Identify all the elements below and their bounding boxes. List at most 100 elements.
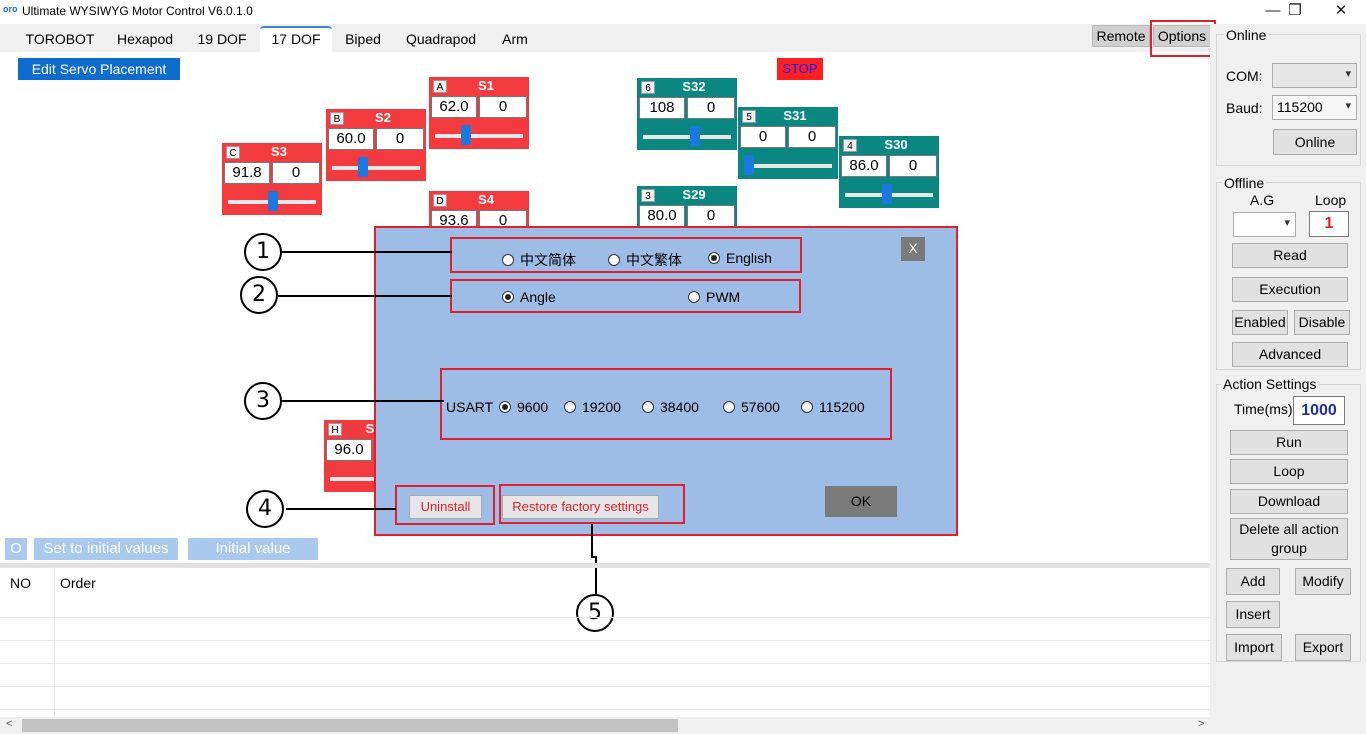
servo-name: S2: [375, 110, 391, 125]
scrollbar-thumb[interactable]: [22, 719, 678, 732]
servo-angle-field[interactable]: 86.0: [841, 155, 887, 177]
radio-pwm[interactable]: PWM: [688, 289, 740, 305]
time-input[interactable]: 1000: [1293, 396, 1345, 425]
restore-button[interactable]: ❐: [1288, 2, 1302, 19]
servo-offset-field[interactable]: 0: [272, 162, 320, 184]
radio-dot-icon: [608, 254, 620, 266]
servo-slider-thumb[interactable]: [882, 184, 893, 204]
baud-select[interactable]: 115200 ▾: [1272, 95, 1357, 120]
servo-angle-field[interactable]: 62.0: [431, 96, 477, 118]
servo-angle-field[interactable]: 96.0: [326, 439, 372, 461]
scroll-right-icon[interactable]: >: [1198, 718, 1205, 730]
radio-baud-19200[interactable]: 19200: [564, 399, 621, 415]
loop-input[interactable]: 1: [1309, 211, 1349, 237]
radio-traditional-chinese[interactable]: 中文繁体: [608, 250, 682, 270]
servo-card: 6 S32 108 0: [637, 78, 737, 150]
window-title: Ultimate WYSIWYG Motor Control V6.0.1.0: [22, 4, 253, 18]
disable-button[interactable]: Disable: [1294, 310, 1350, 335]
ag-select[interactable]: ▾: [1233, 212, 1296, 237]
close-button[interactable]: ✕: [1334, 2, 1348, 19]
import-button[interactable]: Import: [1226, 634, 1282, 661]
servo-offset-field[interactable]: 0: [479, 96, 527, 118]
remote-button[interactable]: Remote: [1092, 25, 1150, 47]
servo-angle-field[interactable]: 0: [740, 126, 786, 148]
set-initial-values-button[interactable]: Set to initial values: [34, 538, 178, 560]
tab-quadrapod[interactable]: Quadrapod: [394, 26, 488, 52]
servo-angle-field[interactable]: 108: [639, 97, 685, 119]
title-bar: [0, 0, 1366, 24]
minimize-button[interactable]: —: [1265, 2, 1281, 19]
servo-id: 5: [742, 110, 756, 123]
scroll-left-icon[interactable]: <: [6, 718, 13, 730]
tab-arm[interactable]: Arm: [492, 26, 538, 52]
o-button[interactable]: O: [5, 538, 27, 560]
chevron-down-icon: ▾: [1345, 100, 1351, 112]
servo-card: A S1 62.0 0: [429, 77, 529, 149]
servo-slider-track[interactable]: [435, 134, 523, 138]
dialog-close-button[interactable]: X: [901, 237, 925, 261]
callout-line: [595, 556, 597, 596]
options-highlight: [1150, 20, 1216, 57]
servo-angle-field[interactable]: 60.0: [328, 128, 374, 150]
radio-baud-115200[interactable]: 115200: [801, 399, 865, 415]
radio-english[interactable]: English: [708, 250, 772, 266]
add-button[interactable]: Add: [1226, 568, 1280, 595]
insert-button[interactable]: Insert: [1226, 601, 1280, 628]
radio-simplified-chinese[interactable]: 中文简体: [502, 250, 576, 270]
initial-value-button[interactable]: Initial value: [188, 538, 318, 560]
column-header-order[interactable]: Order: [60, 575, 96, 591]
servo-angle-field[interactable]: 80.0: [639, 205, 685, 227]
servo-offset-field[interactable]: 0: [687, 205, 735, 227]
radio-baud-9600[interactable]: 9600: [499, 399, 548, 415]
export-button[interactable]: Export: [1295, 634, 1351, 661]
enabled-button[interactable]: Enabled: [1232, 310, 1288, 335]
tab-biped[interactable]: Biped: [336, 26, 390, 52]
grid-line: [54, 568, 55, 718]
servo-name: S31: [783, 108, 807, 123]
loop-button[interactable]: Loop: [1230, 459, 1348, 484]
com-select[interactable]: ▾: [1272, 63, 1357, 88]
download-button[interactable]: Download: [1230, 489, 1348, 514]
edit-servo-placement-button[interactable]: Edit Servo Placement: [18, 58, 180, 80]
modify-button[interactable]: Modify: [1295, 568, 1351, 595]
column-header-no[interactable]: NO: [10, 575, 31, 591]
radio-baud-57600[interactable]: 57600: [723, 399, 780, 415]
radio-dot-icon: [564, 401, 576, 413]
servo-slider-track[interactable]: [643, 135, 731, 139]
servo-offset-field[interactable]: 0: [687, 97, 735, 119]
tab-torobot[interactable]: TOROBOT: [18, 26, 102, 52]
radio-angle[interactable]: Angle: [502, 289, 556, 305]
ok-button[interactable]: OK: [825, 486, 897, 517]
splitter[interactable]: [0, 563, 1210, 568]
servo-id: 6: [641, 81, 655, 94]
tab-19-dof[interactable]: 19 DOF: [188, 26, 256, 52]
radio-baud-38400[interactable]: 38400: [642, 399, 699, 415]
run-button[interactable]: Run: [1230, 430, 1348, 455]
servo-slider-thumb[interactable]: [689, 126, 700, 146]
online-button[interactable]: Online: [1273, 129, 1357, 155]
callout-line: [591, 556, 597, 558]
tab-hexapod[interactable]: Hexapod: [106, 26, 184, 52]
servo-slider-thumb[interactable]: [744, 155, 754, 175]
uninstall-button[interactable]: Uninstall: [409, 495, 482, 519]
servo-offset-field[interactable]: 0: [376, 128, 424, 150]
options-button[interactable]: Options: [1153, 25, 1211, 47]
servo-slider-track[interactable]: [744, 164, 832, 168]
online-group-title: Online: [1224, 27, 1269, 43]
ag-label: A.G: [1250, 192, 1275, 208]
servo-offset-field[interactable]: 0: [889, 155, 937, 177]
callout-line: [282, 400, 444, 402]
servo-slider-track[interactable]: [332, 166, 420, 170]
servo-slider-thumb[interactable]: [460, 125, 471, 145]
servo-offset-field[interactable]: 0: [788, 126, 836, 148]
delete-all-action-group-button[interactable]: Delete all action group: [1230, 518, 1348, 560]
advanced-button[interactable]: Advanced: [1232, 342, 1348, 367]
restore-factory-settings-button[interactable]: Restore factory settings: [502, 495, 659, 519]
stop-button[interactable]: STOP: [777, 58, 823, 80]
servo-slider-thumb[interactable]: [357, 157, 368, 177]
servo-angle-field[interactable]: 91.8: [224, 162, 270, 184]
read-button[interactable]: Read: [1232, 243, 1348, 268]
execution-button[interactable]: Execution: [1232, 277, 1348, 302]
tab-17-dof[interactable]: 17 DOF: [260, 26, 332, 52]
servo-slider-thumb[interactable]: [267, 191, 278, 211]
